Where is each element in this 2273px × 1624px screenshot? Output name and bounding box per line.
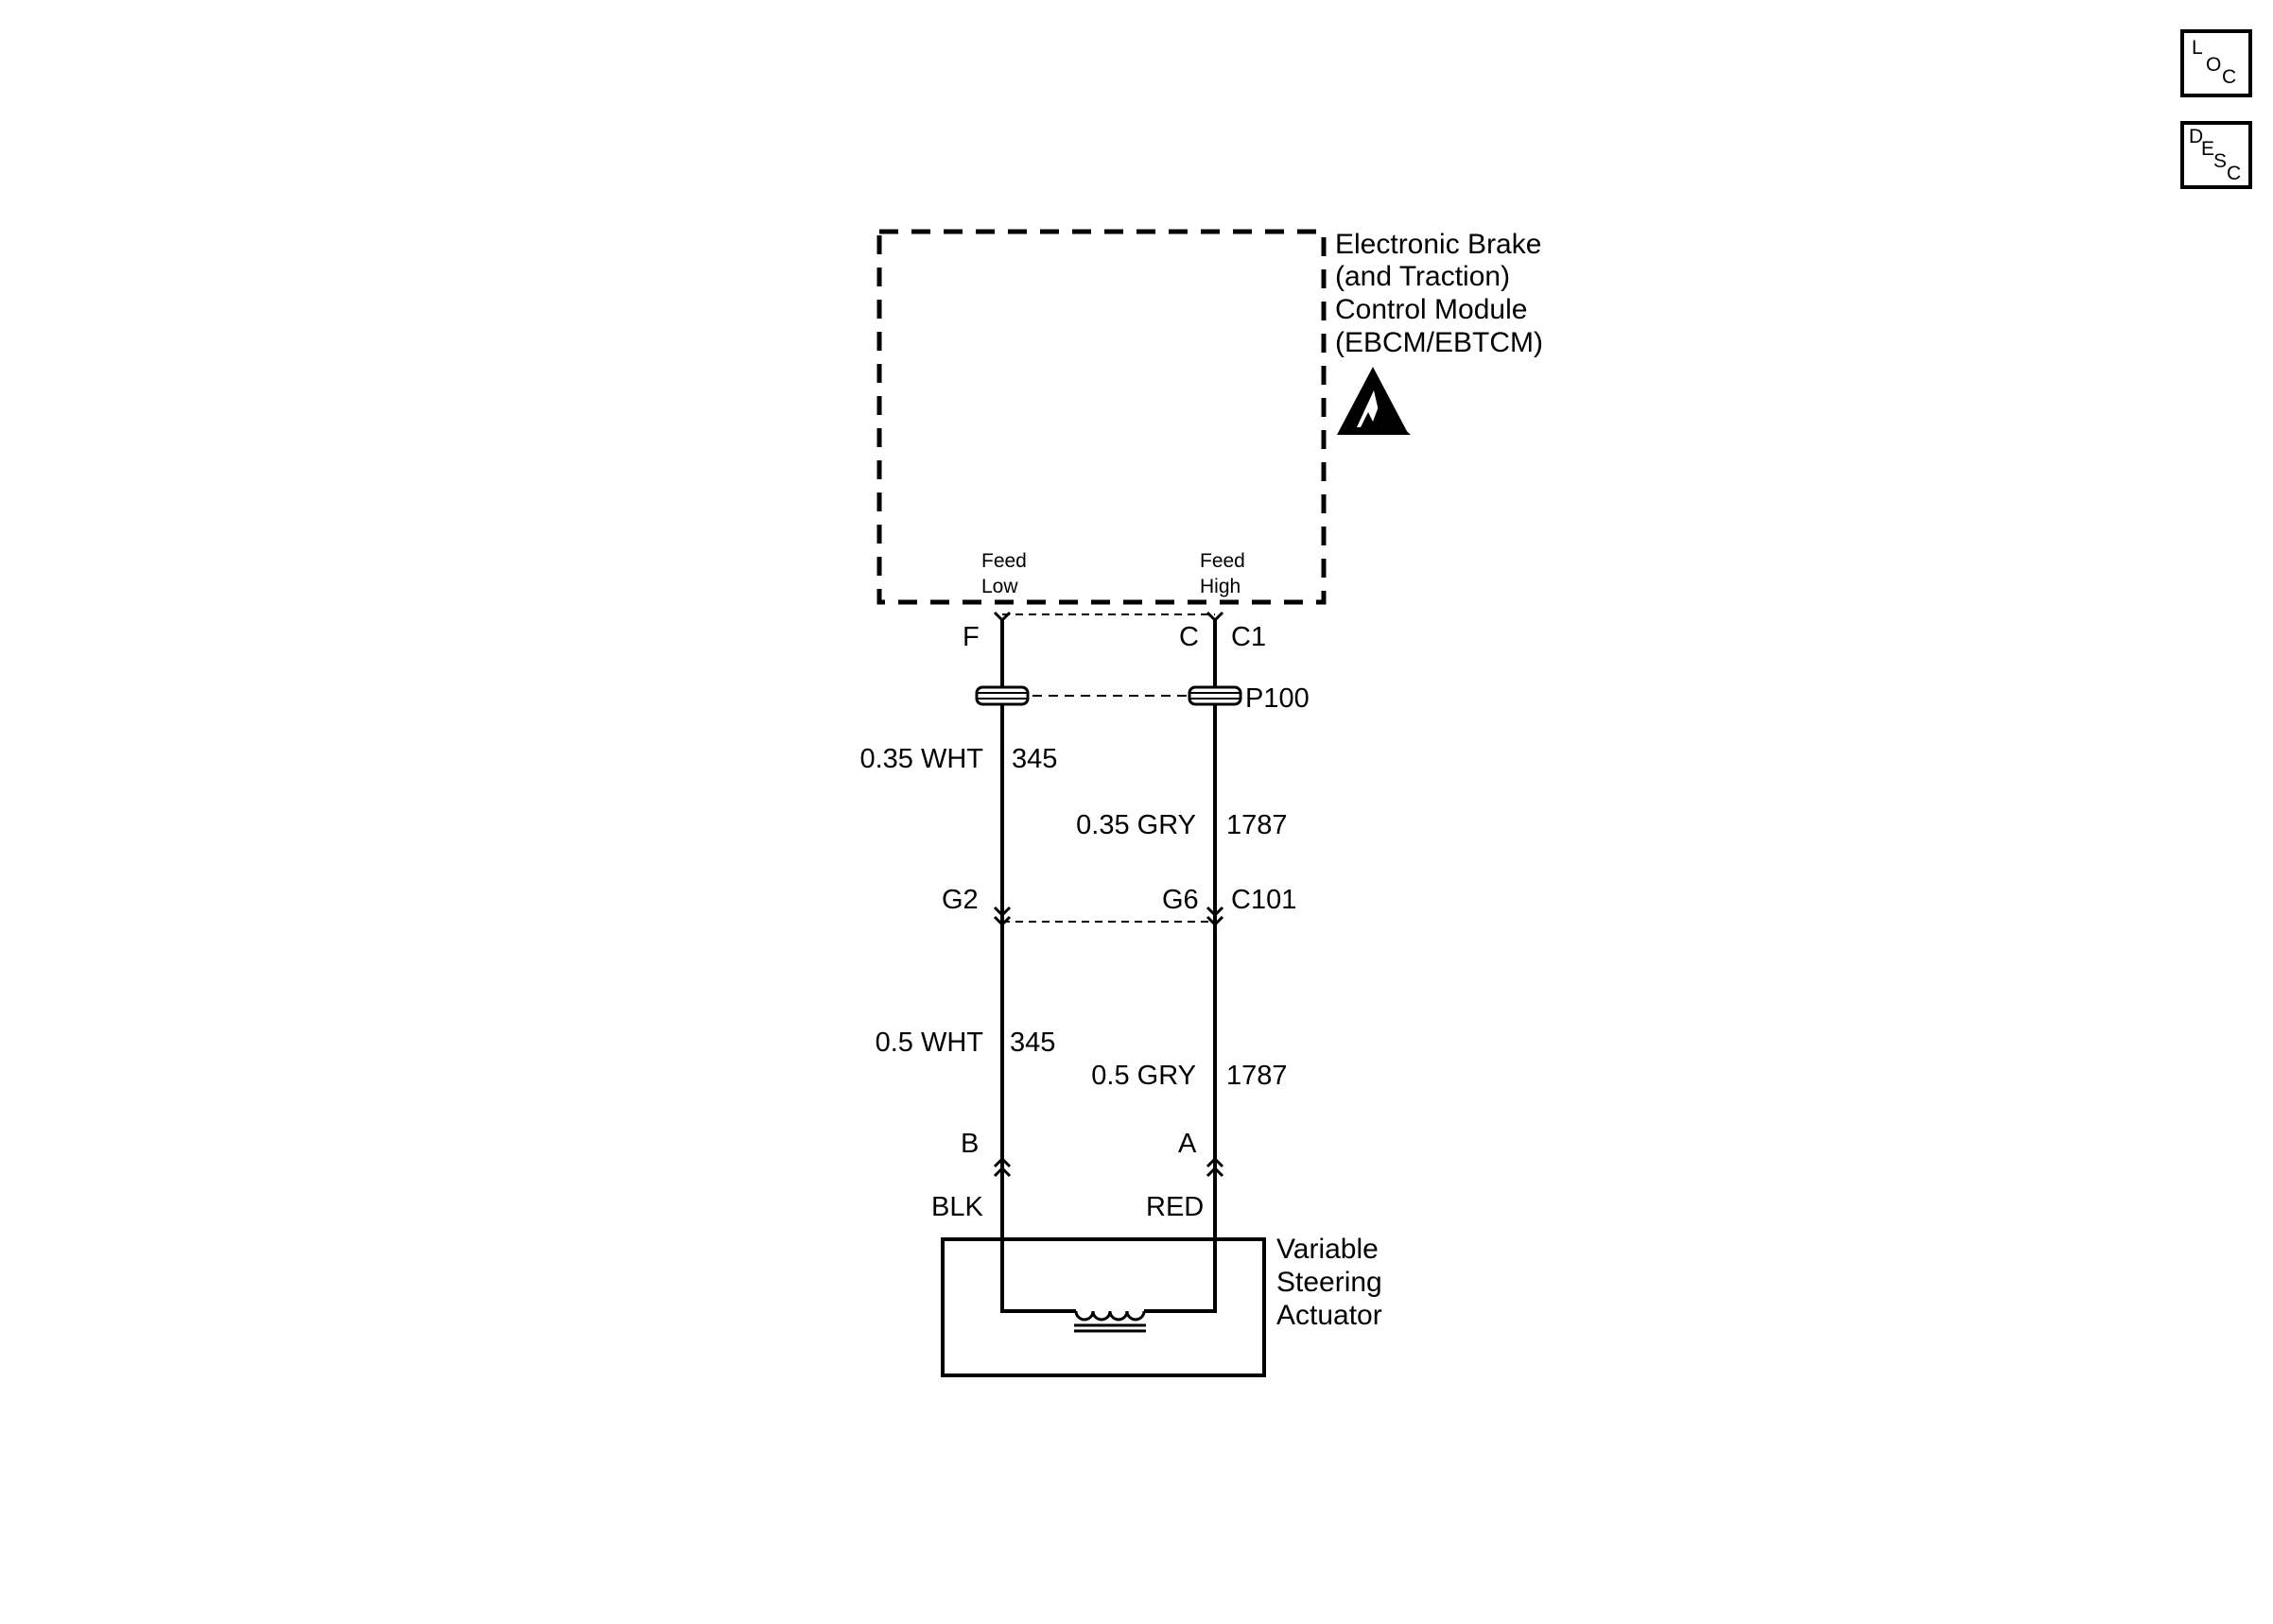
desc-icon-letter-4: C bbox=[2227, 163, 2241, 184]
c101-terminal-high bbox=[1206, 906, 1224, 927]
coil-lead-high bbox=[1144, 1304, 1217, 1313]
wire-high-lower-circuit: 1787 bbox=[1226, 1061, 1288, 1091]
actuator-terminal-low bbox=[993, 1156, 1012, 1178]
inline-pin-high: G6 bbox=[1162, 885, 1199, 915]
p100-grommet-low bbox=[975, 685, 1030, 706]
wire-low-upper-gauge: 0.35 WHT bbox=[859, 744, 983, 774]
wire-high-lower-gauge: 0.5 GRY bbox=[1091, 1061, 1196, 1091]
loc-icon-letter-3: C bbox=[2222, 66, 2236, 88]
esd-warning-icon bbox=[1337, 367, 1411, 435]
actuator-name-line-1: Variable bbox=[1276, 1234, 1379, 1265]
feed-high-label-line-2: High bbox=[1200, 576, 1241, 597]
actuator-name-line-3: Actuator bbox=[1276, 1300, 1382, 1331]
desc-icon-letter-2: E bbox=[2201, 138, 2214, 160]
actuator-lead-high: RED bbox=[1146, 1192, 1204, 1222]
desc-icon[interactable]: D E S C bbox=[2180, 121, 2252, 189]
feed-low-label-line-1: Feed bbox=[981, 550, 1027, 572]
wire-low-upper-circuit: 345 bbox=[1012, 744, 1057, 774]
inline-pin-low: G2 bbox=[942, 885, 979, 915]
module-name-label: Electronic Brake (and Traction) Control … bbox=[1335, 229, 1543, 358]
wire-high-upper-circuit: 1787 bbox=[1226, 810, 1288, 840]
loc-icon[interactable]: L O C bbox=[2180, 29, 2252, 97]
p100-label: P100 bbox=[1245, 683, 1310, 714]
actuator-name-line-2: Steering bbox=[1276, 1267, 1382, 1298]
module-pin-low: F bbox=[963, 622, 980, 652]
module-pin-high: C bbox=[1179, 622, 1199, 652]
module-name-line-1: Electronic Brake bbox=[1335, 229, 1541, 260]
actuator-pin-low: B bbox=[961, 1129, 979, 1159]
module-name-line-2: (and Traction) bbox=[1335, 261, 1510, 292]
inline-connector-label: C101 bbox=[1231, 885, 1296, 915]
wire-low-lower-circuit: 345 bbox=[1010, 1028, 1055, 1058]
p100-grommet-high bbox=[1188, 685, 1242, 706]
loc-icon-letter-1: L bbox=[2192, 37, 2203, 59]
module-connector-label: C1 bbox=[1231, 622, 1266, 652]
actuator-outline bbox=[941, 1237, 1266, 1377]
wire-high-upper-gauge: 0.35 GRY bbox=[1076, 810, 1196, 840]
module-name-line-4: (EBCM/EBTCM) bbox=[1335, 327, 1543, 358]
actuator-lead-low: BLK bbox=[931, 1192, 983, 1222]
coil-lead-low bbox=[1000, 1304, 1076, 1313]
desc-icon-letter-3: S bbox=[2213, 150, 2227, 172]
actuator-terminal-high bbox=[1206, 1156, 1224, 1178]
c101-terminal-low bbox=[993, 906, 1012, 927]
ebcm-module-outline bbox=[876, 229, 1327, 605]
wire-low-lower-gauge: 0.5 WHT bbox=[876, 1028, 984, 1058]
module-name-line-3: Control Module bbox=[1335, 294, 1527, 325]
desc-icon-letter-1: D bbox=[2189, 126, 2203, 147]
actuator-pin-high: A bbox=[1178, 1129, 1197, 1159]
coil-icon bbox=[1074, 1310, 1146, 1333]
loc-icon-letter-2: O bbox=[2206, 54, 2221, 76]
feed-low-label-line-2: Low bbox=[981, 576, 1018, 597]
feed-high-label-line-1: Feed bbox=[1200, 550, 1245, 572]
